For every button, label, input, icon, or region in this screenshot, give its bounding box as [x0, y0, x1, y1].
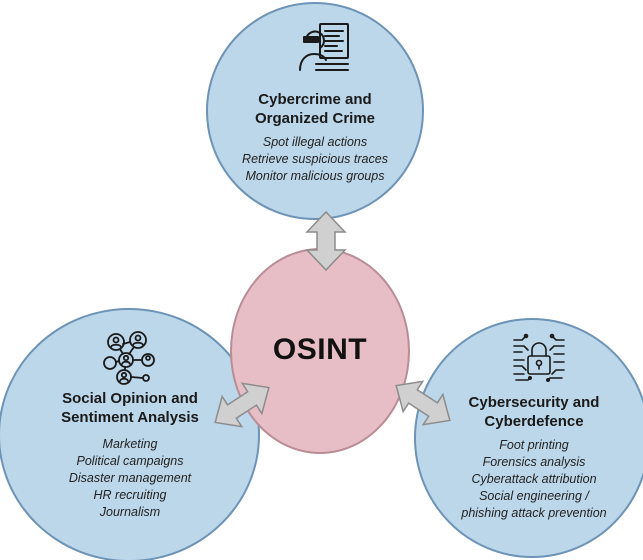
- title-line: Cybersecurity and: [468, 394, 600, 411]
- list-item: Political campaigns: [76, 454, 184, 468]
- list-item: Spot illegal actions: [262, 135, 368, 149]
- list-item: Disaster management: [68, 471, 192, 485]
- osint-center-circle: [230, 248, 410, 454]
- circuit-padlock-icon: [513, 333, 565, 382]
- title-line: Social Opinion and: [62, 390, 198, 407]
- social-analysis-circle: [0, 308, 260, 560]
- title-line: Organized Crime: [254, 110, 376, 127]
- list-item: Cyberattack attribution: [471, 472, 597, 486]
- list-item: Foot printing: [499, 438, 569, 452]
- title-line: Sentiment Analysis: [61, 409, 199, 426]
- list-item: Marketing: [102, 437, 158, 451]
- cybercrime-items: Spot illegal actions Retrieve suspicious…: [226, 134, 404, 185]
- list-item: Monitor malicious groups: [245, 169, 385, 183]
- title-line: Cybercrime and: [258, 91, 372, 108]
- osint-label: OSINT: [272, 333, 368, 366]
- list-item: Forensics analysis: [482, 455, 586, 469]
- analyst-at-computer-icon: [299, 23, 349, 71]
- title-line: Cyberdefence: [484, 413, 584, 430]
- cybersecurity-items: Foot printing Forensics analysis Cyberat…: [444, 437, 624, 522]
- social-network-people-icon: [103, 331, 155, 385]
- double-arrow-right: [395, 380, 451, 426]
- social-analysis-title: Social Opinion and Sentiment Analysis: [40, 389, 220, 427]
- double-arrow-top: [305, 210, 347, 272]
- cybercrime-title: Cybercrime and Organized Crime: [226, 90, 404, 128]
- list-item: Social engineering /: [479, 489, 589, 503]
- list-item: phishing attack prevention: [461, 506, 607, 520]
- cybersecurity-title: Cybersecurity and Cyberdefence: [444, 393, 624, 431]
- list-item: Retrieve suspicious traces: [242, 152, 388, 166]
- list-item: Journalism: [99, 505, 161, 519]
- social-analysis-items: Marketing Political campaigns Disaster m…: [40, 436, 220, 521]
- double-arrow-left: [214, 382, 270, 428]
- list-item: HR recruiting: [93, 488, 167, 502]
